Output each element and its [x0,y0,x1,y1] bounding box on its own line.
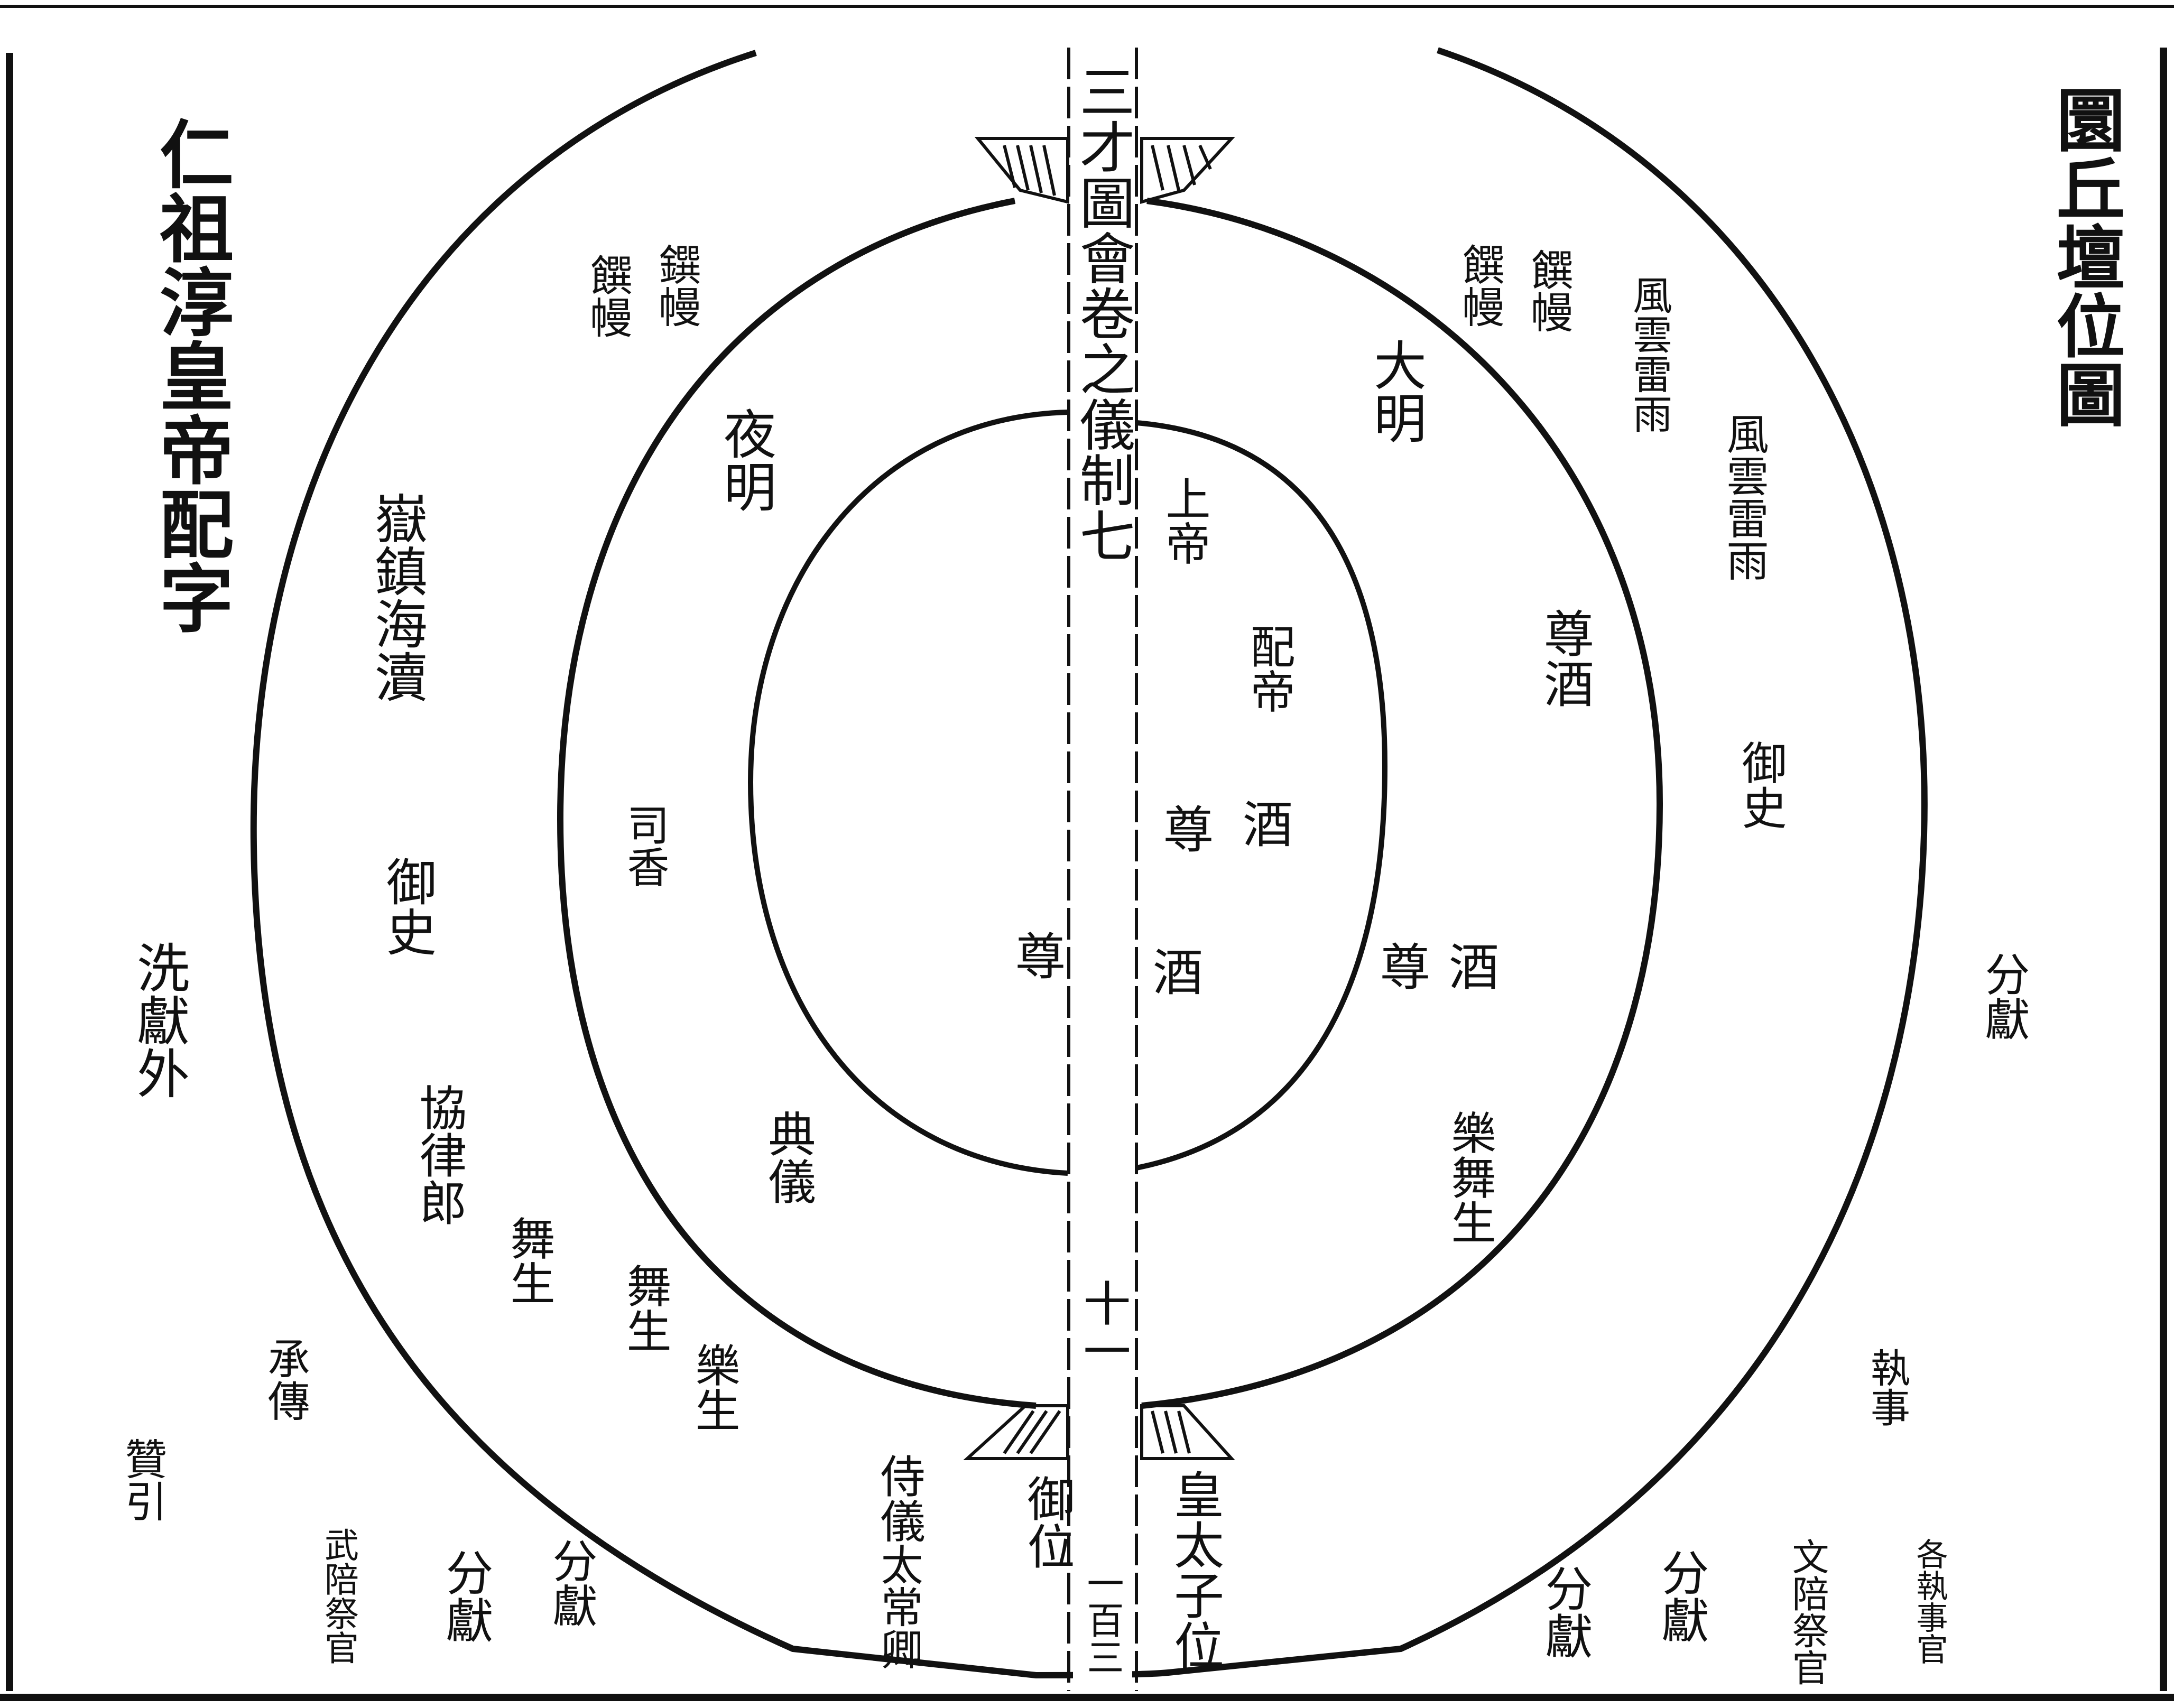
right-label-3: 文陪祭官 [1786,1538,1829,1686]
diagram-title: 圜丘壇位圖 [2045,85,2126,428]
inner-5: 尊 [1007,930,1065,980]
mid-left-8: 侍儀 [873,1453,925,1543]
outer-label-9: 執事 [1864,1348,1910,1427]
left-label-3: 贊引 [118,1437,168,1522]
outer-label-6: 風雲雷雨 [1720,412,1769,581]
outer-label-5: 風雲雷雨 [1626,275,1672,433]
inner-ring [747,410,1388,1176]
bottom-stairs [963,1404,1235,1460]
mid-left-7: 樂生 [688,1342,740,1432]
outer-label-8: 分獻 [1977,951,2030,1041]
mid-right-5: 皇太子位 [1165,1469,1224,1670]
inner-3: 酒 [1234,798,1292,848]
left-label-5: 分獻 [438,1548,493,1644]
mid-left-5: 舞生 [503,1215,555,1305]
mid-right-1: 大明 [1365,338,1427,444]
inner-4: 尊 [1155,803,1213,853]
inner-6: 酒 [1144,946,1202,996]
left-label-4: 武陪祭官 [319,1527,358,1665]
mid-left-2: 嶽鎮海瀆 [366,491,428,703]
spine-text: 三才圖會卷之儀制七 [1070,63,1135,563]
top-stairs [974,137,1235,204]
inner-10: 司香 [621,803,670,888]
outer-label-7: 御史 [1734,740,1787,830]
spine-band [1073,48,1132,1691]
left-label-2: 承傳 [261,1337,310,1422]
left-label-6: 分獻 [545,1538,597,1628]
mid-right-4: 御位 [1019,1474,1075,1570]
inner-2: 配帝 [1243,624,1295,713]
mid-left-3: 御史 [378,856,436,957]
spine-page: 十一 [1075,1279,1131,1374]
mid-left-9: 太常卿 [874,1543,923,1670]
left-label-1: 洗獻外 [128,941,190,1099]
outer-label-3: 饌幔 [1456,243,1505,328]
outer-label-4: 饌幔 [1524,248,1574,333]
inner-1: 上帝 [1158,476,1210,565]
outer-label-2: 鐉幔 [652,243,701,328]
right-label-1: 分獻 [1537,1564,1593,1659]
mid-left-6: 舞生 [619,1263,671,1353]
side-title: 仁祖淳皇帝配字 [147,116,234,634]
inner-8: 尊 [1372,941,1430,991]
mid-right-2: 尊酒 [1535,608,1594,708]
outer-label-1: 饌幔 [584,254,633,338]
inner-7: 酒 [1440,941,1498,991]
mid-left-4: 協律郎 [411,1083,467,1226]
right-label-4: 各執事官 [1911,1538,1948,1665]
mid-right-3: 樂舞生 [1444,1110,1496,1245]
spine-bottom: 一百三 [1081,1564,1124,1675]
inner-9: 典儀 [760,1110,816,1205]
right-label-2: 分獻 [1653,1548,1709,1644]
middle-ring [557,198,1663,1409]
mid-left-1: 夜明 [715,407,776,513]
